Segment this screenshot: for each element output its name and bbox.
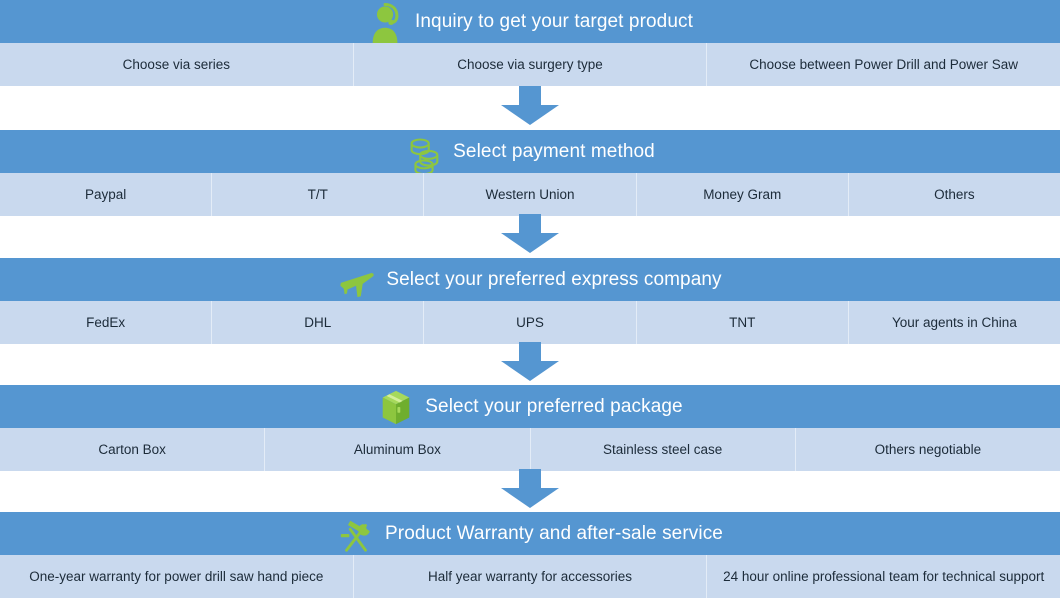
step-header-inquiry: Inquiry to get your target product <box>0 0 1060 43</box>
option-item[interactable]: Half year warranty for accessories <box>354 555 708 598</box>
step-title-inquiry: Inquiry to get your target product <box>415 11 693 32</box>
step-options-inquiry: Choose via series Choose via surgery typ… <box>0 43 1060 86</box>
option-item[interactable]: Choose via surgery type <box>354 43 708 86</box>
option-item[interactable]: FedEx <box>0 301 213 344</box>
package-box-icon <box>377 387 415 429</box>
option-item[interactable]: Money Gram <box>637 173 849 216</box>
hammer-wrench-tools-icon <box>337 514 375 556</box>
step-options-warranty: One-year warranty for power drill saw ha… <box>0 555 1060 598</box>
step-title-express: Select your preferred express company <box>386 269 722 290</box>
coins-stack-icon <box>405 132 443 173</box>
option-item[interactable]: DHL <box>212 301 425 344</box>
step-section-express: Select your preferred express company Fe… <box>0 258 1060 344</box>
step-header-payment: Select payment method <box>0 130 1060 173</box>
step-options-express: FedEx DHL UPS TNT Your agents in China <box>0 301 1060 344</box>
option-item[interactable]: Paypal <box>0 173 213 216</box>
option-item[interactable]: Choose via series <box>0 43 354 86</box>
option-item[interactable]: TNT <box>637 301 849 344</box>
step-header-package: Select your preferred package <box>0 385 1060 428</box>
option-item[interactable]: T/T <box>212 173 425 216</box>
option-item[interactable]: Western Union <box>424 173 637 216</box>
step-section-package: Select your preferred package Carton Box… <box>0 385 1060 471</box>
step-title-package: Select your preferred package <box>425 396 683 417</box>
option-item[interactable]: Others negotiable <box>874 441 982 457</box>
step-options-payment: Paypal T/T Western Union Money Gram Othe… <box>0 173 1060 216</box>
flow-arrow-down <box>499 214 561 254</box>
option-item[interactable]: Stainless steel case <box>531 428 796 471</box>
step-header-warranty: Product Warranty and after-sale service <box>0 512 1060 555</box>
option-item[interactable]: Your agents in China <box>891 314 1017 330</box>
option-item[interactable]: Choose between Power Drill and Power Saw <box>749 56 1018 72</box>
option-item[interactable]: Aluminum Box <box>265 428 531 471</box>
step-section-inquiry: Inquiry to get your target product Choos… <box>0 0 1060 86</box>
option-item[interactable]: Others <box>934 186 975 202</box>
step-section-warranty: Product Warranty and after-sale service … <box>0 512 1060 598</box>
step-options-package: Carton Box Aluminum Box Stainless steel … <box>0 428 1060 471</box>
option-item[interactable]: One-year warranty for power drill saw ha… <box>0 555 354 598</box>
step-header-express: Select your preferred express company <box>0 258 1060 301</box>
customer-support-person-icon <box>367 2 405 44</box>
flow-arrow-down <box>499 86 561 126</box>
airplane-icon <box>338 260 376 302</box>
step-section-payment: Select payment method Paypal T/T Western… <box>0 130 1060 216</box>
option-item[interactable]: 24 hour online professional team for tec… <box>723 568 1045 584</box>
flow-arrow-down <box>499 342 561 382</box>
step-title-warranty: Product Warranty and after-sale service <box>385 523 723 544</box>
option-item[interactable]: UPS <box>424 301 637 344</box>
option-item[interactable]: Carton Box <box>0 428 266 471</box>
step-title-payment: Select payment method <box>453 141 655 162</box>
flow-arrow-down <box>499 469 561 509</box>
